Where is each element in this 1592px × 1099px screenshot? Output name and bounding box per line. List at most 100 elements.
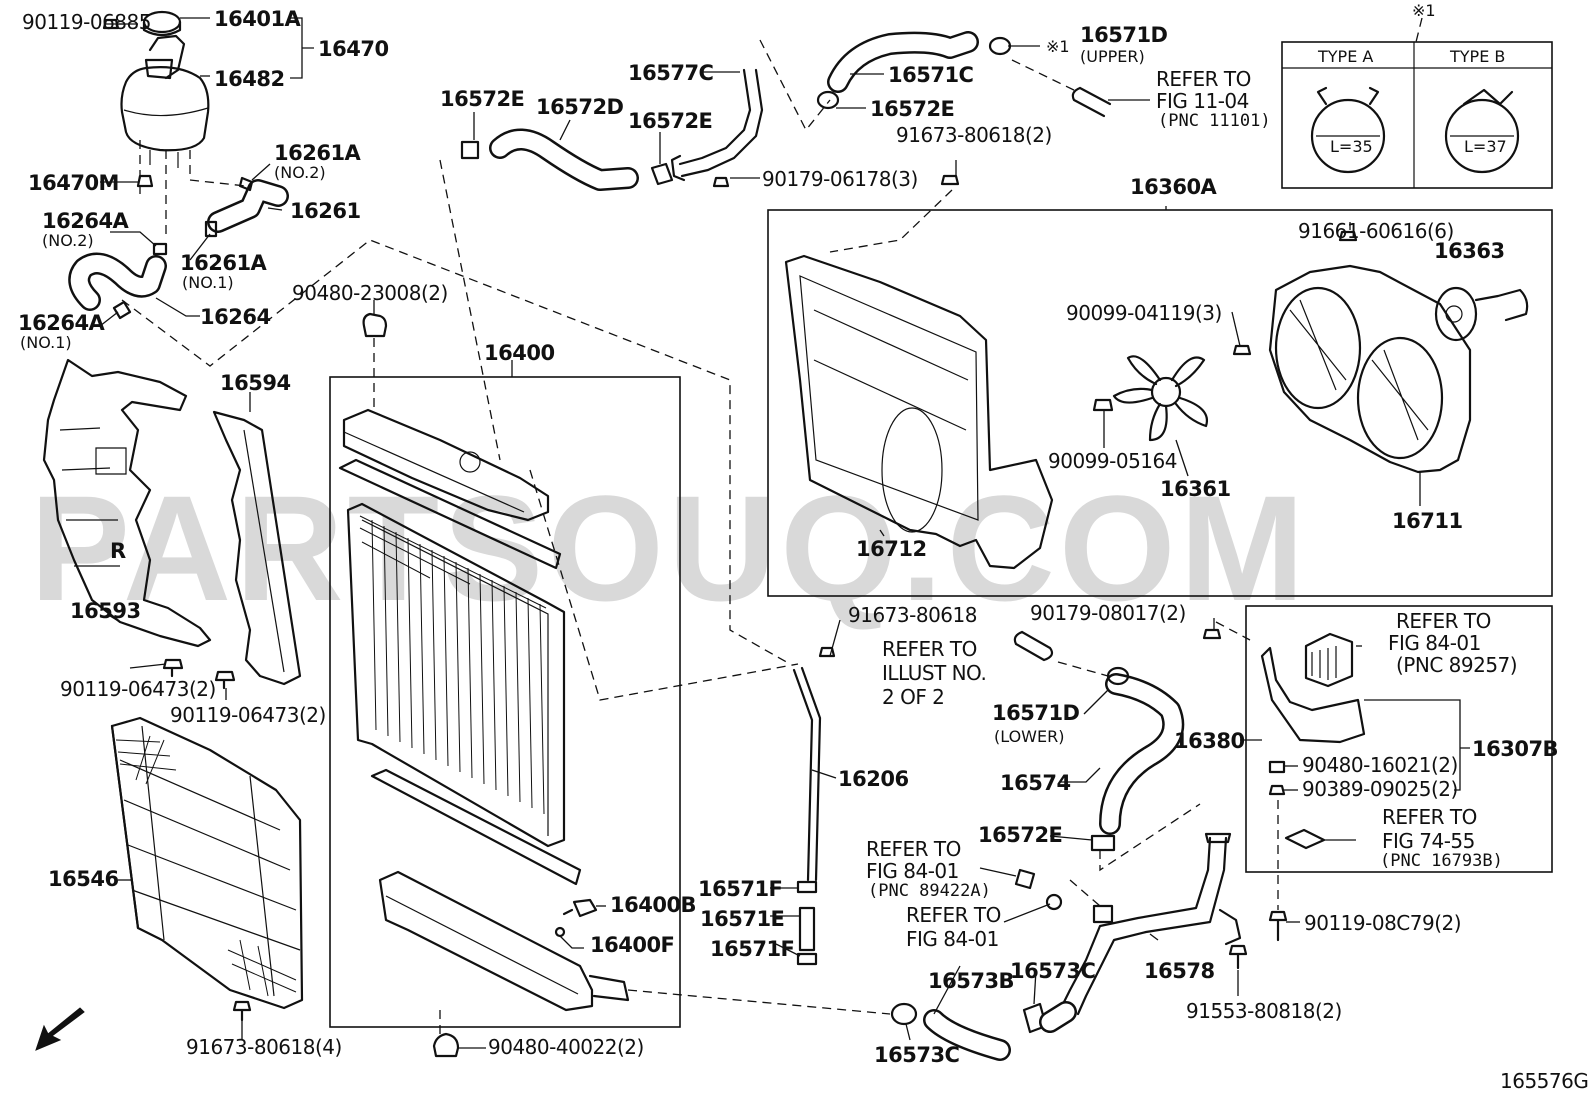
label-refer-74-55-b: FIG 74-55 bbox=[1382, 829, 1475, 853]
hose-16261[interactable] bbox=[207, 179, 289, 233]
hose-16573-connector[interactable] bbox=[1039, 1001, 1077, 1033]
label-16361: 16361 bbox=[1160, 477, 1231, 501]
hose-refer-11-04[interactable] bbox=[1071, 86, 1112, 118]
hose-16264[interactable] bbox=[68, 252, 167, 311]
seal-16593[interactable]: R bbox=[42, 358, 212, 648]
clip-16571F-b[interactable] bbox=[796, 952, 818, 966]
motor-16363[interactable] bbox=[1434, 286, 1529, 342]
label-refer-11-04-b: FIG 11-04 bbox=[1156, 89, 1249, 113]
reservoir-tank-16470[interactable] bbox=[120, 10, 210, 168]
gasket-refer-84-01[interactable] bbox=[1045, 893, 1063, 911]
clamp-16571D-lower[interactable] bbox=[1106, 666, 1130, 686]
label-16400: 16400 bbox=[484, 341, 555, 365]
label-refer-illust-b: ILLUST NO. bbox=[882, 661, 986, 685]
pipe-16577C[interactable] bbox=[670, 68, 764, 182]
label-16482: 16482 bbox=[214, 67, 285, 91]
hose-refer-illust[interactable] bbox=[1013, 630, 1054, 662]
fan-shroud-16711[interactable] bbox=[1268, 264, 1472, 474]
label-90099-04119: 90099-04119(3) bbox=[1066, 301, 1222, 325]
bolt-91553-80818[interactable] bbox=[1228, 944, 1248, 970]
bolt-91673-80618-2[interactable] bbox=[940, 174, 960, 186]
bolt-90099-04119[interactable] bbox=[1232, 344, 1252, 356]
clip-16571F-a[interactable] bbox=[796, 880, 818, 894]
radiator-upper-gasket[interactable] bbox=[338, 458, 562, 570]
label-16546: 16546 bbox=[48, 867, 119, 891]
label-16572E-d: 16572E bbox=[978, 823, 1062, 847]
label-16571D-upper: 16571D bbox=[1080, 23, 1168, 47]
o-ring-16400F[interactable] bbox=[554, 926, 566, 938]
label-16574: 16574 bbox=[1000, 771, 1071, 795]
label-16264A-no2: 16264A bbox=[42, 209, 130, 233]
seal-16594[interactable] bbox=[212, 410, 302, 686]
plate-refer-74-55[interactable] bbox=[1284, 828, 1326, 850]
bolt-91673-80618-4[interactable] bbox=[232, 1000, 252, 1022]
label-16571E: 16571E bbox=[700, 907, 784, 931]
cushion-90480-40022[interactable] bbox=[432, 1032, 460, 1058]
bolt-90119-06473-b[interactable] bbox=[214, 670, 236, 690]
nut-90389-09025[interactable] bbox=[1268, 784, 1286, 796]
bolt-90119-06473-a[interactable] bbox=[162, 658, 184, 678]
fan-shroud-16712[interactable] bbox=[784, 254, 1054, 570]
bolt-90119-08C79[interactable] bbox=[1268, 910, 1288, 942]
hose-16572D[interactable] bbox=[489, 128, 639, 191]
hose-16574[interactable] bbox=[1099, 673, 1185, 835]
pipe-16578[interactable] bbox=[1060, 832, 1242, 1016]
label-refer-84-01-2a: REFER TO bbox=[906, 903, 1001, 927]
clamp-16572E-d[interactable] bbox=[1090, 834, 1116, 852]
hose-16573B[interactable] bbox=[923, 1009, 1011, 1061]
clamp-16571D-upper[interactable] bbox=[988, 36, 1012, 56]
pipe-16206[interactable] bbox=[792, 666, 822, 882]
clamp-16572E-a[interactable] bbox=[460, 140, 480, 160]
fan-16361[interactable] bbox=[1112, 355, 1209, 442]
radiator-lower-tank[interactable] bbox=[378, 870, 630, 1012]
clamp-16264A-no1[interactable] bbox=[112, 300, 132, 320]
label-type-a-dim: L=35 bbox=[1330, 137, 1373, 156]
clamp-16261A-no1[interactable] bbox=[204, 220, 218, 238]
label-90389-09025: 90389-09025(2) bbox=[1302, 777, 1458, 801]
bolt-91661-60616[interactable] bbox=[1338, 230, 1358, 242]
label-refer-84-01-c: (PNC 89422A) bbox=[868, 881, 991, 901]
radiator-lower-gasket[interactable] bbox=[370, 768, 582, 886]
label-16264: 16264 bbox=[200, 305, 271, 329]
cushion-90480-16021[interactable] bbox=[1268, 760, 1286, 774]
clamp-16261A-no2[interactable] bbox=[238, 176, 254, 192]
radiator-upper-tank[interactable] bbox=[342, 408, 550, 522]
label-16572E-a: 16572E bbox=[440, 87, 524, 111]
clamp-16572E-b[interactable] bbox=[650, 162, 674, 186]
label-91661-60616: 91661-60616(6) bbox=[1298, 219, 1454, 243]
label-refer-illust-c: 2 OF 2 bbox=[882, 685, 944, 709]
radiator-core-16400[interactable] bbox=[346, 502, 566, 848]
radiator-assembly-box-16400 bbox=[329, 376, 681, 1028]
label-refer-11-04-c: (PNC 11101) bbox=[1158, 111, 1271, 131]
label-16571F-b: 16571F bbox=[710, 937, 794, 961]
hose-16571E[interactable] bbox=[798, 906, 816, 952]
label-refer-84-01-a: REFER TO bbox=[866, 837, 961, 861]
label-16573C-a: 16573C bbox=[1010, 959, 1096, 983]
label-16264A-no1-sub: (NO.1) bbox=[20, 333, 72, 352]
clamp-16264A-no2[interactable] bbox=[152, 242, 168, 256]
clamp-16572E-c[interactable] bbox=[816, 90, 840, 110]
label-16264A-no1: 16264A bbox=[18, 311, 106, 335]
bolt-90179-06178[interactable] bbox=[712, 176, 730, 188]
nut-90099-05164[interactable] bbox=[1092, 398, 1114, 412]
drain-cock-16400B[interactable] bbox=[562, 898, 598, 918]
guard-16546[interactable] bbox=[110, 716, 304, 1010]
bracket-16380[interactable] bbox=[1260, 632, 1366, 744]
cushion-90480-23008[interactable] bbox=[362, 312, 388, 338]
label-16573C-b: 16573C bbox=[874, 1043, 960, 1067]
label-type-b-dim: L=37 bbox=[1464, 137, 1507, 156]
label-16571F-a: 16571F bbox=[698, 877, 782, 901]
label-16206: 16206 bbox=[838, 767, 909, 791]
label-16594: 16594 bbox=[220, 371, 291, 395]
label-90099-05164: 90099-05164 bbox=[1048, 449, 1177, 473]
sensor-89422A[interactable] bbox=[1014, 868, 1036, 890]
clamp-16573C-b[interactable] bbox=[890, 1002, 918, 1026]
label-16363: 16363 bbox=[1434, 239, 1505, 263]
hose-16571C[interactable] bbox=[827, 31, 979, 93]
label-16571C: 16571C bbox=[888, 63, 974, 87]
bolt-91673-80618[interactable] bbox=[818, 646, 836, 658]
label-16577C: 16577C bbox=[628, 61, 714, 85]
cushion-16470M[interactable] bbox=[136, 174, 154, 188]
label-refer-89257-b: FIG 84-01 bbox=[1388, 631, 1481, 655]
label-16400F: 16400F bbox=[590, 933, 674, 957]
